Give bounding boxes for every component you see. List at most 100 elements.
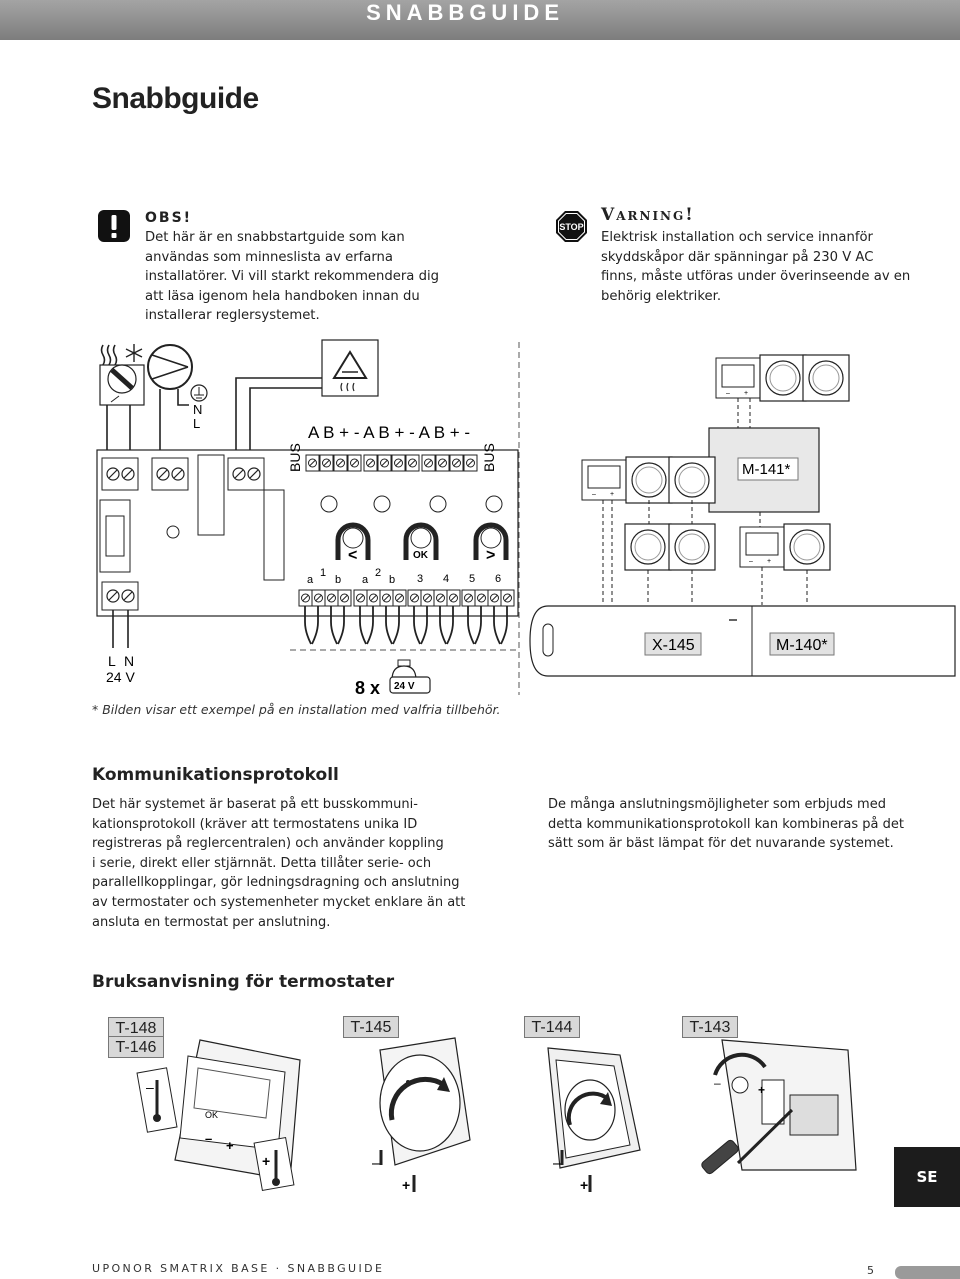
button-left: <	[335, 522, 371, 564]
diagram-footnote: * Bilden visar ett exempel på en install…	[92, 702, 501, 717]
thermostat-bus-wires	[602, 398, 808, 605]
scale-plus-t145: +	[402, 1177, 410, 1193]
input-wires	[106, 377, 322, 450]
scale-plus-t148: +	[262, 1153, 270, 1169]
protocol-line: detta kommunikationsprotokoll kan kombin…	[548, 816, 904, 832]
power-voltage-label: 24 V	[106, 669, 135, 685]
bus-terminals-label: A B + - A B + - A B + -	[308, 423, 470, 442]
channel-5-label: 5	[469, 573, 475, 585]
l-label: L	[193, 416, 200, 431]
notice-line: användas som minneslista av erfarna	[145, 249, 393, 265]
heat-icon	[100, 344, 118, 366]
thermo-plus-t148: +	[226, 1138, 234, 1153]
model-tag-t143: T-143	[682, 1016, 738, 1038]
protocol-line: kationsprotokoll (kräver att termostaten…	[92, 816, 418, 832]
bus-right-label: BUS	[481, 443, 497, 472]
thermo-minus-t148: –	[205, 1131, 212, 1146]
footer-text: UPONOR SMATRIX BASE · SNABBGUIDE	[92, 1262, 385, 1275]
thermo-minus-2: –	[592, 491, 596, 498]
power-n-label: N	[124, 653, 134, 669]
protocol-line: sätt som är bäst lämpat för det nuvarand…	[548, 836, 894, 852]
scale-minus-t145: –	[372, 1155, 381, 1172]
warning-line: Elektrisk installation och service innan…	[601, 230, 873, 245]
header-title: SNABBGUIDE	[366, 0, 564, 25]
thermo-minus-3: –	[749, 558, 753, 565]
channel-b1-label: b	[335, 574, 341, 586]
protocol-column-2: De många anslutningsmöjligheter som erbj…	[548, 795, 904, 854]
m140-label: M-140*	[776, 637, 828, 654]
warning-line: finns, måste utföras under överinseende …	[601, 269, 911, 284]
model-tag-t145: T-145	[343, 1016, 399, 1038]
model-tag-t144: T-144	[524, 1016, 580, 1038]
actuator-wires	[304, 606, 508, 645]
notice-line: att läsa igenom hela handboken innan du	[145, 288, 420, 304]
header-bar	[0, 0, 960, 40]
heat-source-icon	[321, 339, 379, 397]
selector-switch-icon	[99, 364, 145, 406]
actuator-count-label: 8 x	[355, 678, 380, 695]
thermostat-dial-illustration: – +	[547, 1047, 641, 1193]
button-left-label: <	[348, 547, 357, 564]
language-tab: SE	[894, 1147, 960, 1207]
protocol-title: Kommunikationsprotokoll	[92, 765, 339, 785]
scale-minus-t144: –	[553, 1155, 562, 1172]
channel-b2-label: b	[389, 574, 395, 586]
middle-thermostat-group: – +	[581, 456, 716, 504]
top-thermostat-group: – +	[715, 354, 850, 402]
actuator-icon: 24 V	[389, 659, 431, 694]
stop-sign-label: STOP	[559, 222, 583, 232]
notice-heading: OBS!	[145, 210, 193, 226]
protocol-column-1: Det här systemet är baserat på ett bussk…	[92, 795, 465, 932]
pump-icon	[147, 344, 193, 390]
thermo-minus-1: –	[726, 390, 730, 397]
wiring-diagram: N L	[96, 339, 956, 695]
warning-heading: Varning!	[601, 205, 695, 225]
thermostat-digital-illustration: – + OK – +	[136, 1039, 301, 1191]
thermo-plus-1: +	[744, 390, 748, 397]
m141-label: M-141*	[742, 461, 791, 478]
scale-minus-t143: –	[714, 1076, 721, 1090]
model-tag-t146: T-146	[108, 1036, 164, 1058]
interface-unit: X-145 M-140*	[529, 605, 956, 677]
page-title: Snabbguide	[92, 82, 259, 115]
scale-plus-t143: +	[758, 1083, 765, 1097]
channel-1-label: 1	[320, 567, 326, 579]
channel-3-label: 3	[417, 573, 423, 585]
thermostat-illustrations: – + OK – + – + – +	[136, 1037, 857, 1193]
warning-line: skyddskåpor där spänningar på 230 V AC	[601, 249, 874, 265]
power-wires	[112, 610, 129, 648]
channel-6-label: 6	[495, 573, 501, 585]
channel-2-label: 2	[375, 567, 381, 579]
warning-line: behörig elektriker.	[601, 288, 722, 304]
scale-minus-t148: –	[146, 1079, 154, 1095]
actuator-terminal-row	[298, 589, 515, 607]
stop-sign-icon: STOP	[555, 210, 588, 243]
channel-a2-label: a	[362, 574, 369, 586]
m141-label-box	[737, 457, 799, 481]
protocol-line: i serie, direkt eller stjärnnät. Detta t…	[92, 855, 432, 871]
power-l-label: L	[108, 653, 116, 669]
protocol-line: Det här systemet är baserat på ett bussk…	[92, 797, 418, 812]
bus-terminal-row	[305, 454, 478, 472]
protocol-line: ansluta en termostat per anslutning.	[92, 914, 331, 930]
button-ok: OK	[403, 522, 439, 561]
notice-text: Det här är en snabbstartguide som kan an…	[145, 228, 439, 326]
scale-plus-t144: +	[580, 1177, 588, 1193]
thermostat-section-title: Bruksanvisning för termostater	[92, 972, 395, 992]
notice-line: installerar reglersystemet.	[145, 308, 320, 323]
thermo-ok-t148: OK	[205, 1110, 218, 1120]
ground-icon	[190, 384, 208, 402]
thermostat-knob-illustration: – +	[372, 1037, 471, 1193]
thermostat-open-illustration: – +	[701, 1039, 857, 1175]
channel-a1-label: a	[307, 574, 314, 586]
snowflake-icon	[125, 344, 143, 362]
dashed-lines	[290, 342, 520, 695]
bus-left-label: BUS	[287, 443, 303, 472]
n-label: N	[193, 402, 202, 417]
notice-icon	[98, 210, 130, 242]
protocol-line: De många anslutningsmöjligheter som erbj…	[548, 797, 886, 812]
thermo-plus-2: +	[610, 491, 614, 498]
warning-text: Elektrisk installation och service innan…	[601, 228, 910, 306]
button-ok-label: OK	[413, 550, 429, 561]
protocol-line: av termostater och systemenheter mycket …	[92, 894, 466, 910]
